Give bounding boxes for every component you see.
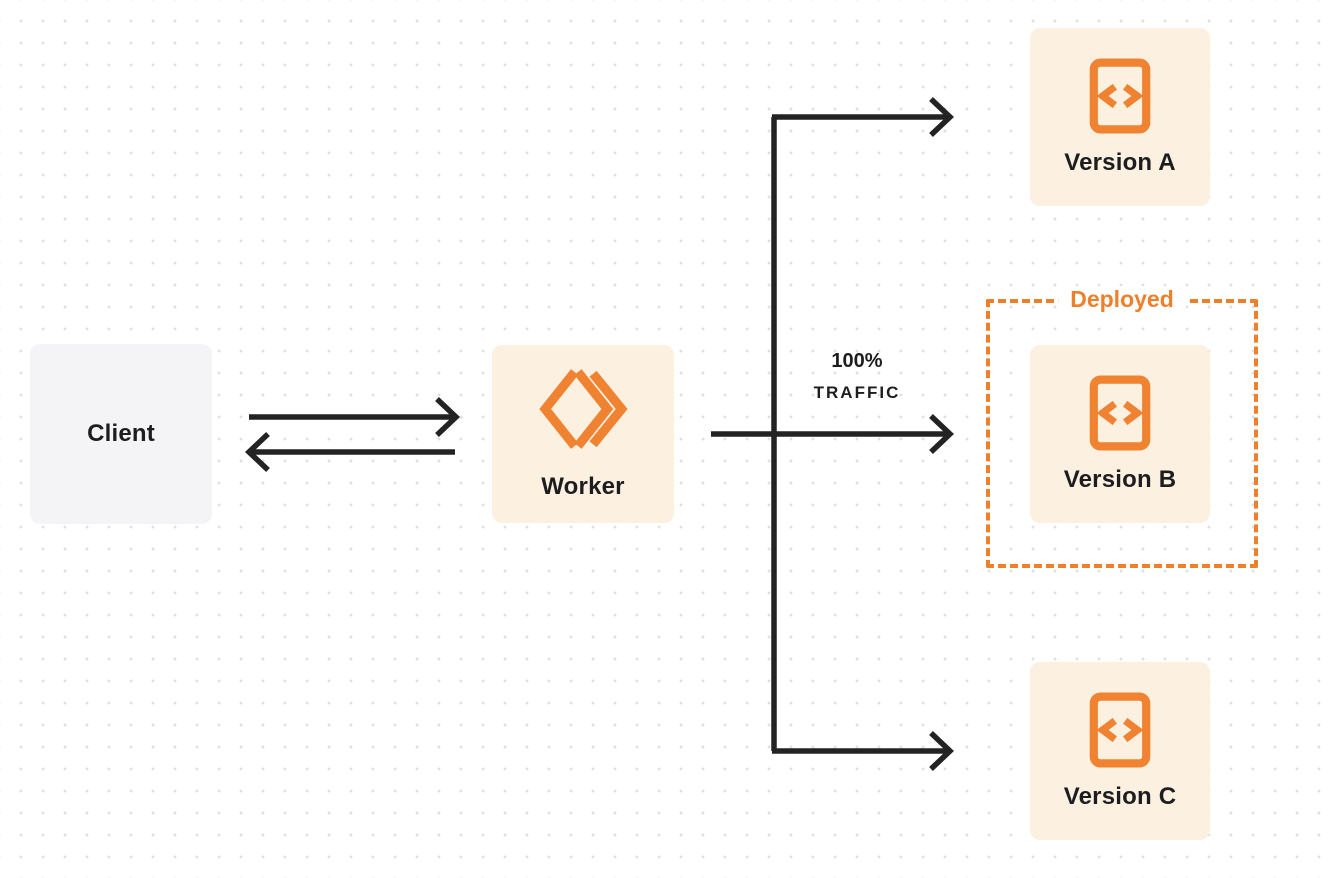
version-a-node-label: Version A xyxy=(1064,148,1176,176)
client-node-label: Client xyxy=(87,420,155,447)
worker-to-client-arrow xyxy=(245,432,455,472)
traffic-percentage-value: 100% xyxy=(831,350,883,372)
code-file-icon xyxy=(1089,375,1151,451)
deployed-group-label: Deployed xyxy=(1058,286,1186,313)
code-file-icon xyxy=(1089,58,1151,134)
deployed-group-outline: Deployed xyxy=(986,286,1258,568)
client-to-worker-arrow xyxy=(249,397,460,437)
version-b-node-label: Version B xyxy=(1063,465,1177,493)
client-node: Client xyxy=(30,344,212,524)
version-c-node: Version C xyxy=(1030,662,1210,840)
version-b-node: Version B xyxy=(1030,345,1210,523)
version-c-node-label: Version C xyxy=(1063,782,1177,810)
traffic-percentage-caption: TRAFFIC xyxy=(813,383,901,402)
arrow-to-version-a xyxy=(772,97,954,137)
version-a-node: Version A xyxy=(1030,28,1210,206)
workers-logo-icon xyxy=(535,367,631,451)
traffic-percentage-label: 100% TRAFFIC xyxy=(787,350,927,403)
worker-node: Worker xyxy=(492,345,674,523)
worker-node-label: Worker xyxy=(541,473,625,500)
arrow-to-version-c xyxy=(772,731,954,771)
code-file-icon xyxy=(1089,692,1151,768)
arrow-to-version-b xyxy=(711,414,954,454)
